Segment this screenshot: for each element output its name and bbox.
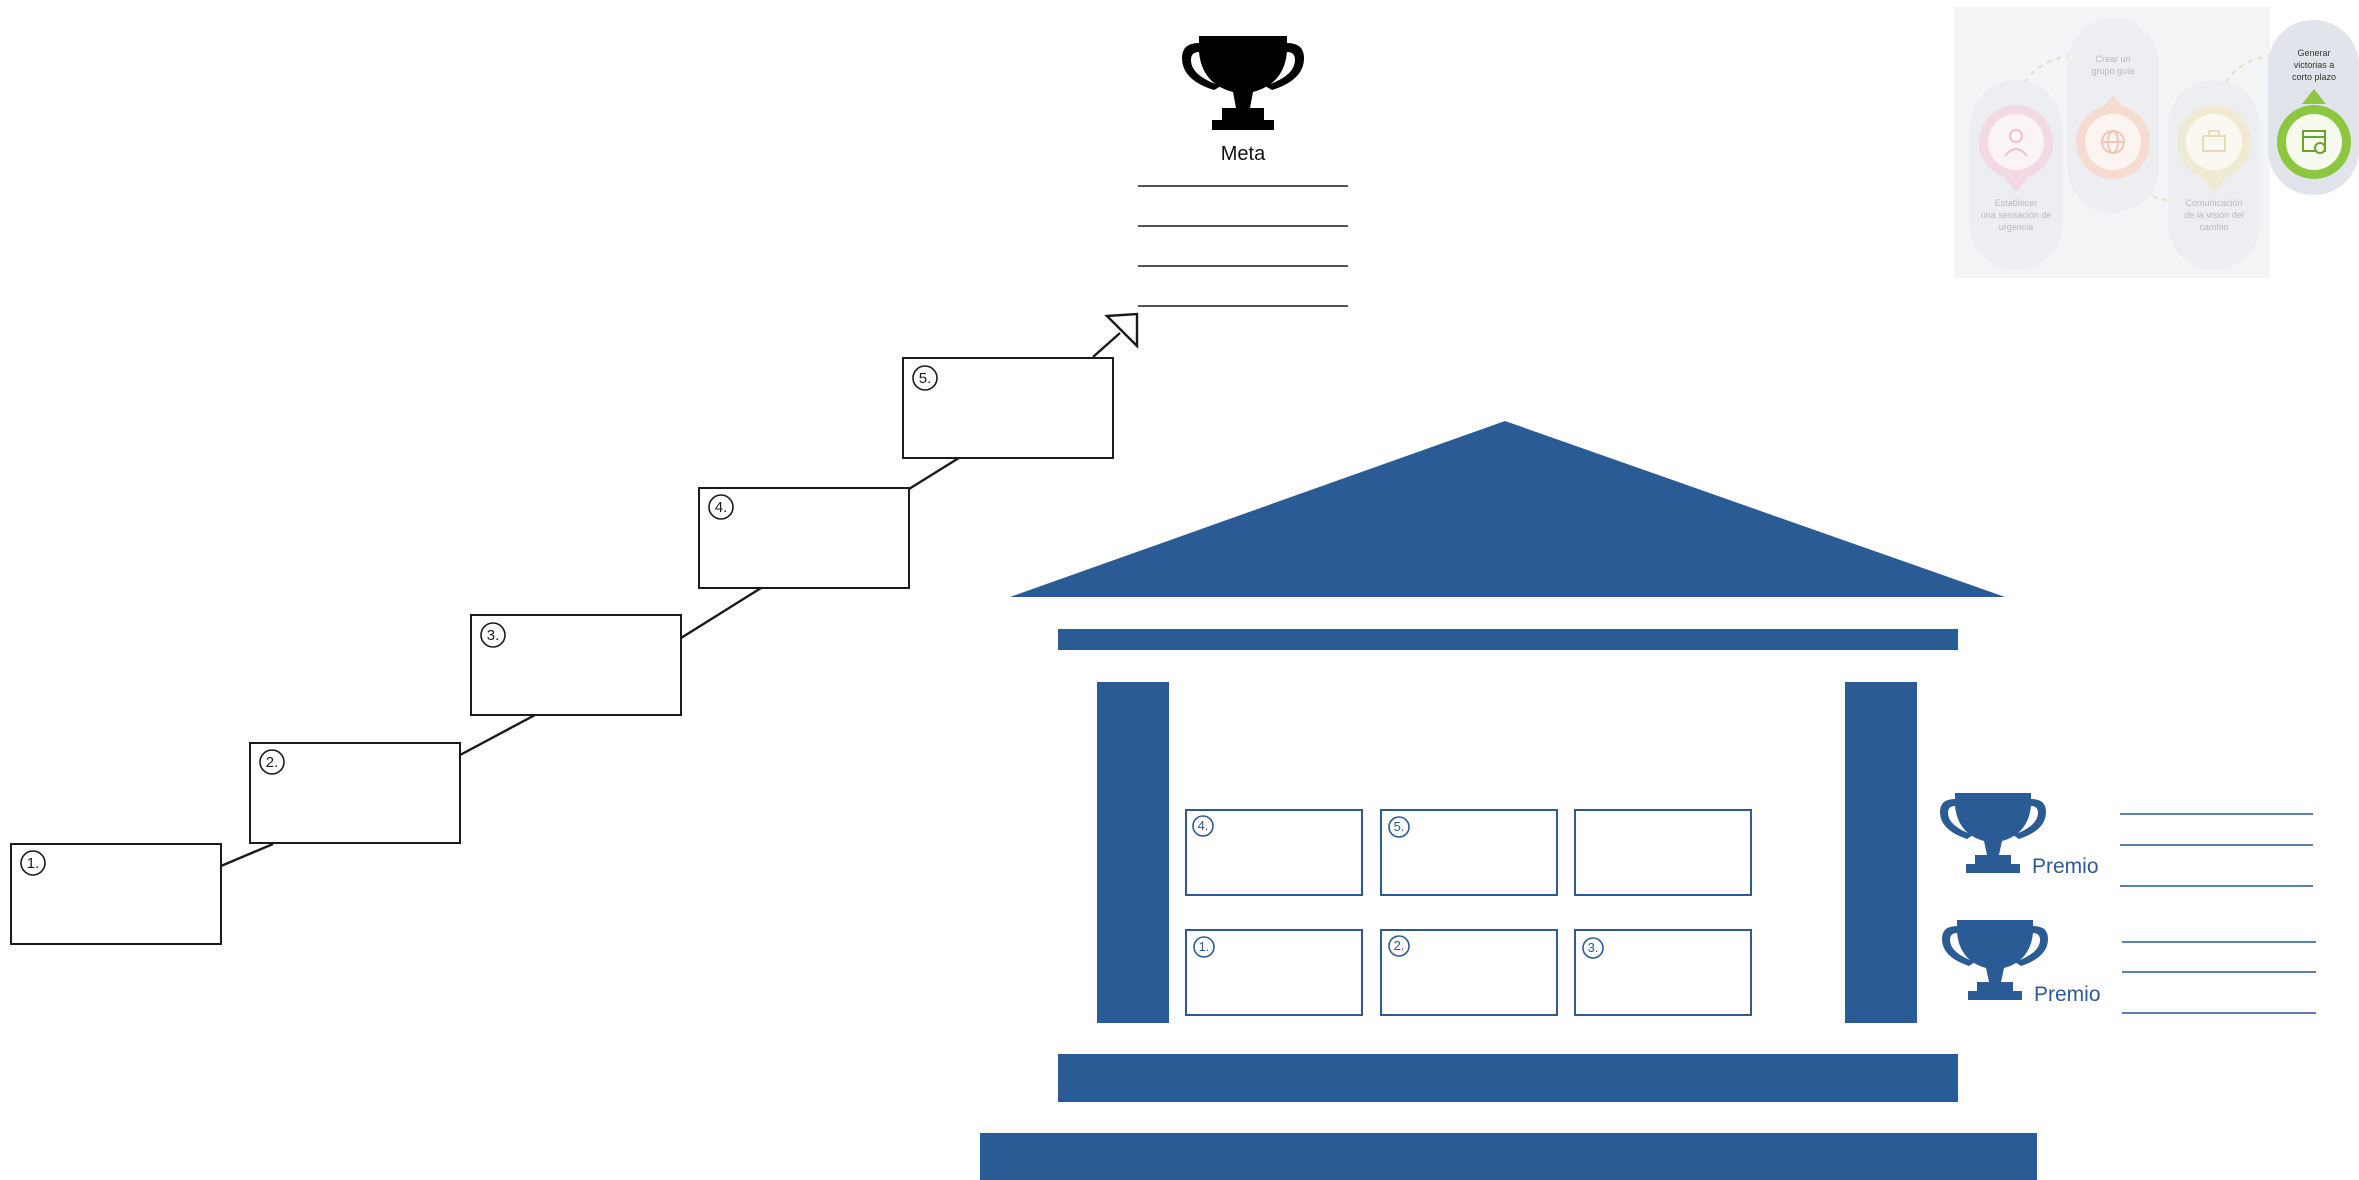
temple-foundation: [980, 1133, 2037, 1180]
temple-column-right: [1845, 682, 1917, 1023]
prize-label: Premio: [2034, 983, 2101, 1006]
thumbnail-item-4: Generar victorias a corto plazo: [2268, 20, 2359, 195]
prize-trophy-icon: [1942, 920, 2048, 1000]
thumbnail-item-1: Establecer una sensación de urgencia: [1970, 80, 2062, 270]
thumbnail-label-line: urgencia: [1999, 222, 2034, 232]
prize-trophy-icon: [1940, 793, 2046, 873]
step-number: 1.: [27, 855, 40, 872]
thumbnail-item-2: Crear un grupo guía: [2067, 18, 2159, 213]
temple-box-4: 4.: [1186, 810, 1362, 895]
thumbnail-label-line: Comunicación: [2185, 198, 2242, 208]
thumbnail-label-line: cambio: [2199, 222, 2228, 232]
temple-roof: [1010, 421, 2005, 597]
temple-box-1: 1.: [1186, 930, 1362, 1015]
thumbnail-label-line: Establecer: [1995, 198, 2038, 208]
step-number: 2.: [266, 754, 279, 771]
thumbnail-label-line: de la visión del: [2184, 210, 2244, 220]
temple-box-number: 4.: [1198, 818, 1209, 833]
prize-label: Premio: [2032, 855, 2099, 878]
step-box-5: 5.: [903, 358, 1113, 458]
thumbnail-item-3: Comunicación de la visión del cambio: [2168, 80, 2260, 270]
temple-box-number: 5.: [1394, 819, 1405, 834]
connector-line: [909, 456, 962, 489]
connector-line: [221, 844, 273, 866]
thumbnail-label-line: una sensación de: [1981, 210, 2052, 220]
temple-box-5: 5.: [1381, 810, 1557, 895]
prize-writing-lines: [2120, 814, 2313, 886]
thumbnail-marker-inner: [2286, 114, 2342, 170]
step-box-3: 3.: [471, 615, 681, 715]
thumbnail-label-line: Crear un: [2095, 54, 2130, 64]
temple-base: [1058, 1054, 1958, 1102]
temple: 4. 5. 1. 2. 3.: [980, 421, 2316, 1180]
temple-box-number: 3.: [1588, 940, 1599, 955]
goal-writing-lines: [1138, 186, 1348, 306]
thumbnail-marker-inner: [2186, 114, 2242, 170]
connector-line: [460, 715, 535, 755]
temple-architrave: [1058, 629, 1958, 650]
connector-line: [1093, 333, 1120, 357]
connector-line: [681, 588, 761, 638]
step-number: 5.: [919, 370, 932, 387]
step-box-1: 1.: [11, 844, 221, 944]
goal-trophy-icon: [1182, 36, 1304, 130]
temple-box-number: 2.: [1394, 938, 1405, 953]
thumbnail-label-line: victorias a: [2294, 60, 2335, 70]
temple-box-number: 1.: [1199, 939, 1210, 954]
prize-1: Premio: [1940, 793, 2313, 886]
thumbnail-infographic: Establecer una sensación de urgencia Cre…: [1954, 7, 2359, 278]
thumbnail-label-line: Generar: [2297, 48, 2330, 58]
temple-box-6: [1575, 810, 1751, 895]
step-number: 3.: [487, 627, 500, 644]
step-number: 4.: [715, 499, 728, 516]
prize-2: Premio: [1942, 920, 2316, 1013]
step-box-4: 4.: [699, 488, 909, 588]
temple-box: [1575, 810, 1751, 895]
step-box-2: 2.: [250, 743, 460, 843]
goal-label: Meta: [1221, 143, 1266, 165]
temple-box-3: 3.: [1575, 930, 1751, 1015]
thumbnail-label-line: corto plazo: [2292, 72, 2336, 82]
prize-writing-lines: [2122, 942, 2316, 1013]
temple-column-left: [1097, 682, 1169, 1023]
temple-box-2: 2.: [1381, 930, 1557, 1015]
thumbnail-label-line: grupo guía: [2091, 66, 2134, 76]
